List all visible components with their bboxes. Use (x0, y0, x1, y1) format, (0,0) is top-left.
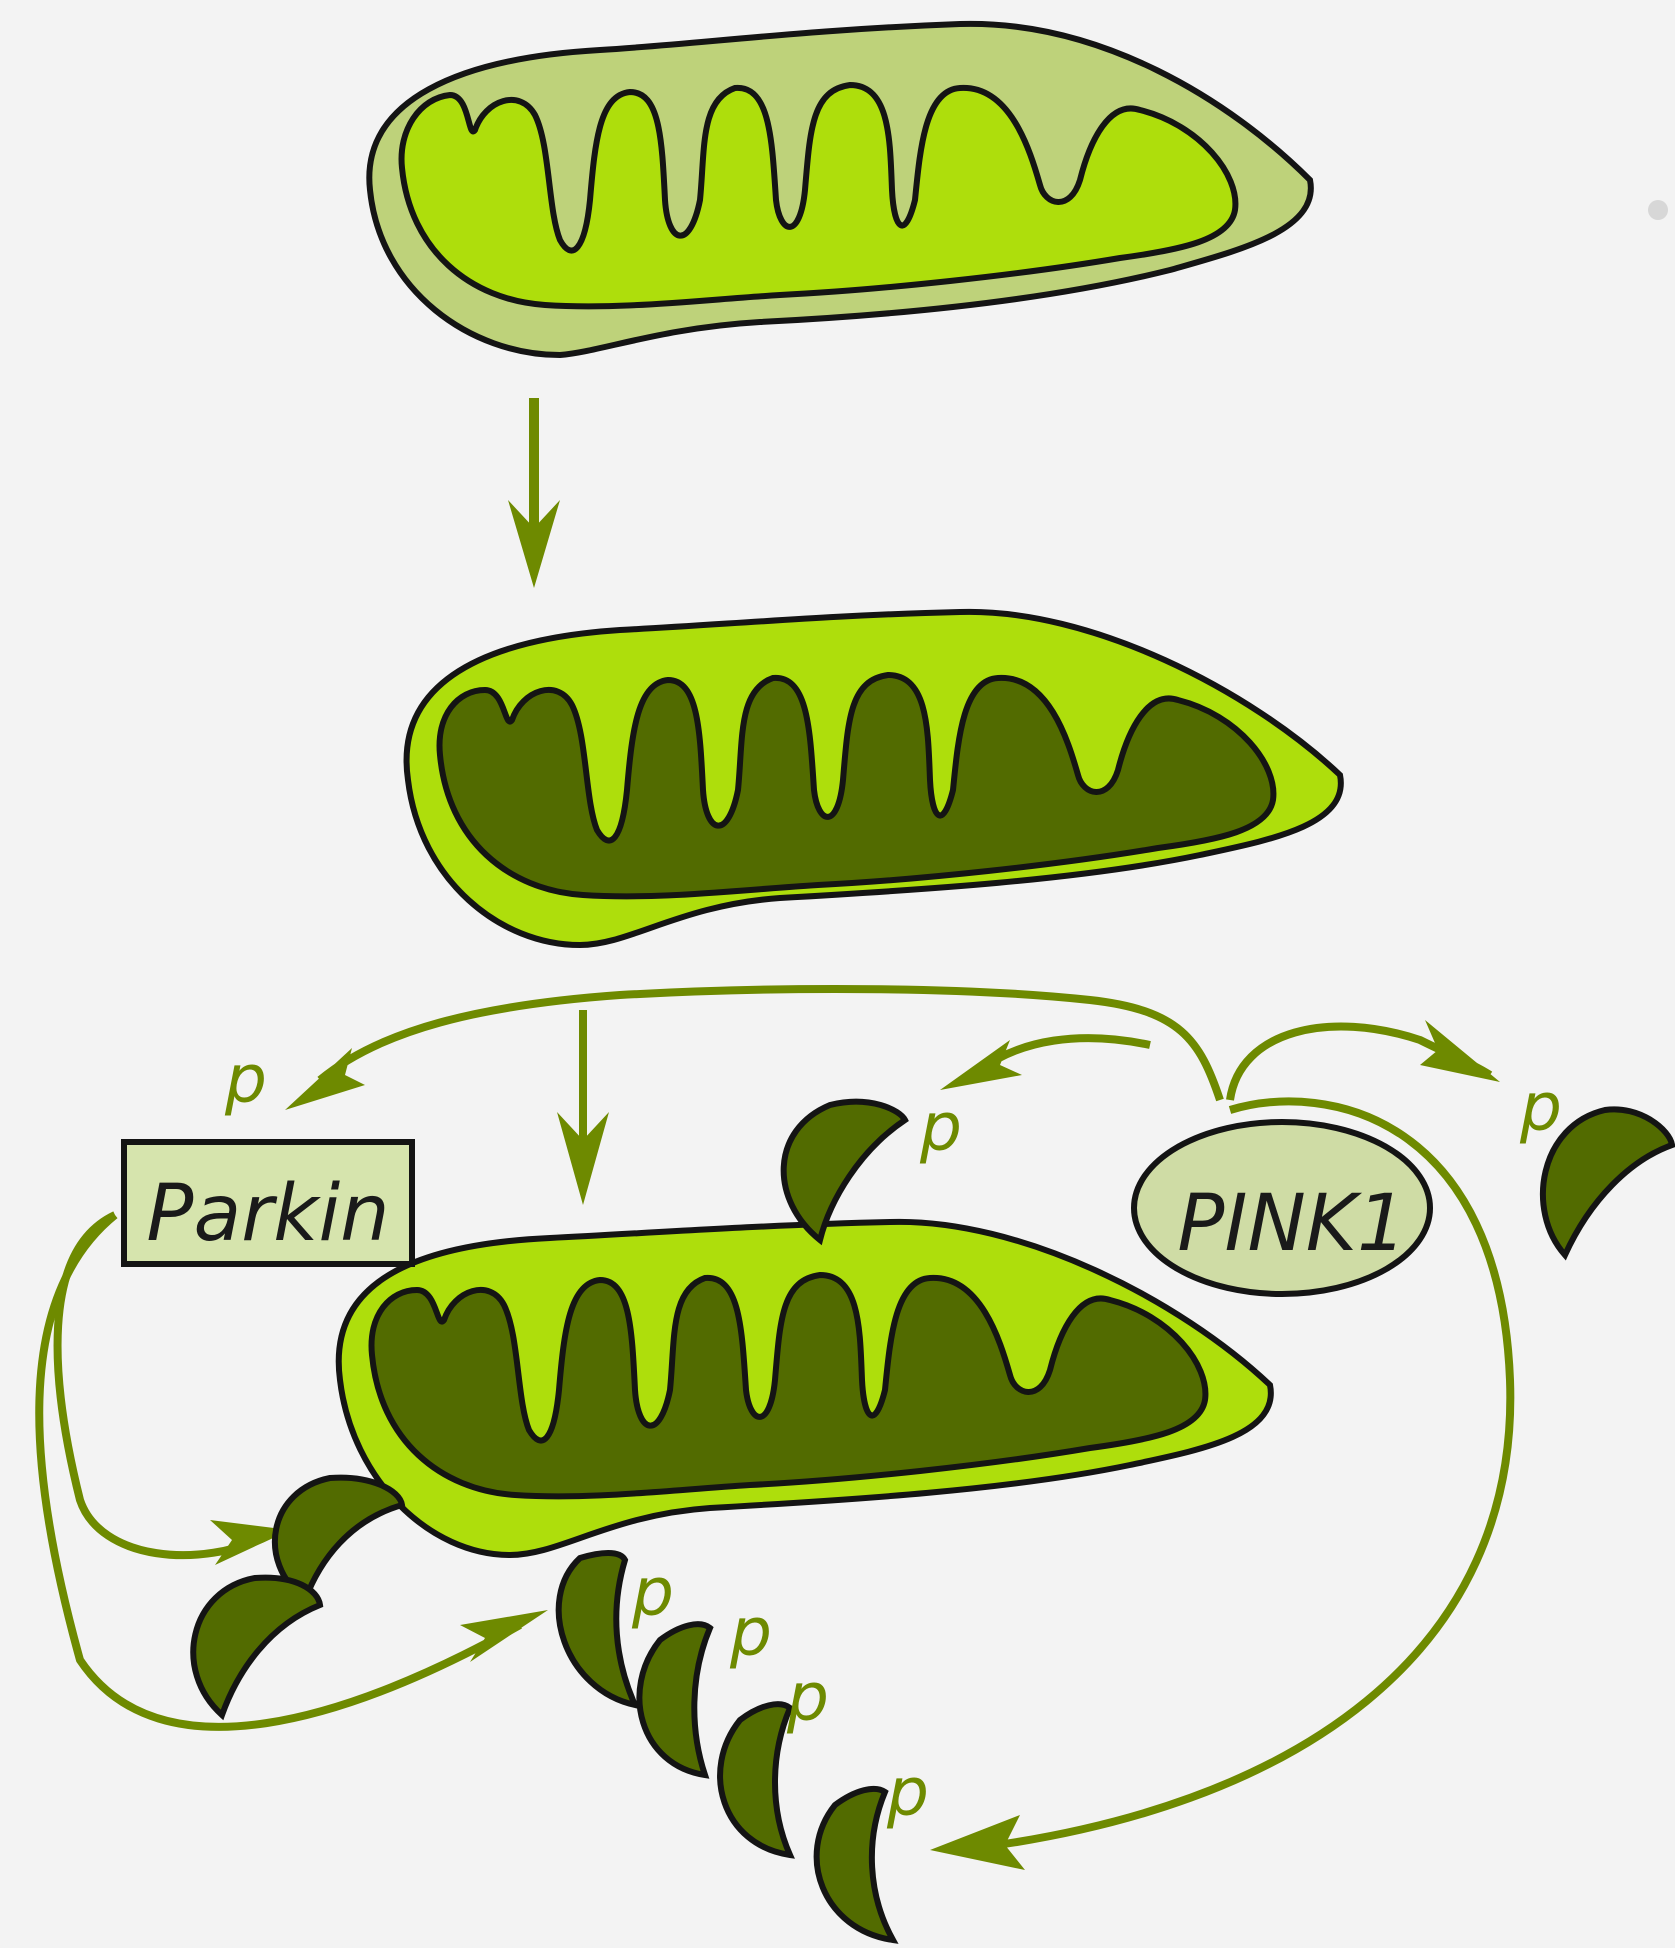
p-label-chain-3: p (786, 1659, 829, 1736)
parkin-label: Parkin (146, 1169, 389, 1259)
p-label-chain-2: p (729, 1594, 772, 1671)
p-label-parkin: p (224, 1041, 267, 1118)
page-dot-indicator (1648, 200, 1668, 220)
depolarized-mitochondrion (407, 612, 1341, 945)
segment-chain-1 (559, 1553, 635, 1705)
segment-left-2 (193, 1578, 320, 1715)
p-label-chain-4: p (886, 1754, 929, 1831)
segment-chain-4 (817, 1789, 893, 1940)
p-label-far-right: p (1519, 1069, 1562, 1146)
pink1-ellipse: PINK1 (1134, 1122, 1430, 1294)
segment-chain-2 (639, 1624, 710, 1775)
p-label-chain-1: p (631, 1554, 674, 1631)
p-label-segment-top: p (919, 1089, 962, 1166)
segment-far-right (1543, 1109, 1672, 1255)
damaged-mitochondrion (339, 1222, 1271, 1555)
healthy-mitochondrion (369, 24, 1311, 355)
segment-chain-3 (720, 1704, 790, 1855)
parkin-box: Parkin (124, 1142, 412, 1264)
pink1-label: PINK1 (1177, 1179, 1406, 1269)
